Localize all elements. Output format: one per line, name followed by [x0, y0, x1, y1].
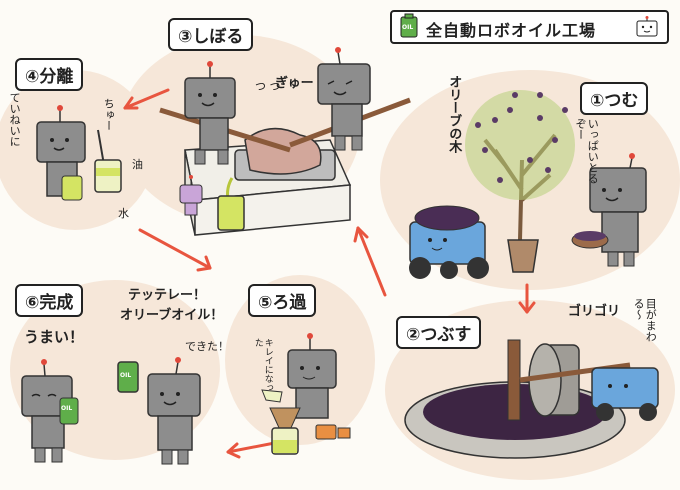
step-5-label: ⑤ろ過: [248, 284, 316, 317]
olive-tree-text: オリーブの木: [446, 75, 460, 153]
dekita-text: できた！: [185, 338, 229, 354]
robot-face-icon: [635, 16, 659, 38]
step-6-label: ⑥完成: [15, 284, 83, 317]
ippai-text: いっぱいとるぞー: [574, 118, 598, 188]
gyu-text: ぎゅー: [275, 72, 314, 91]
kirei-text: キレイになった: [252, 338, 272, 394]
arrow-4-to-5: [140, 230, 210, 268]
can-label: OIL: [61, 405, 72, 412]
umai-text: うまい！: [24, 326, 84, 347]
water-label: 水: [118, 205, 129, 221]
teinei-text: ていねいに: [8, 92, 20, 152]
title-can-label: OIL: [402, 24, 413, 31]
step-4-label: ④分離: [15, 58, 83, 91]
step-2-label: ②つぶす: [396, 316, 481, 349]
tettere-text: テッテレー！: [128, 284, 206, 303]
step-3-label: ③しぼる: [168, 18, 253, 51]
step-1-label: ①つむ: [580, 82, 648, 115]
title-box: OIL 全自動ロボオイル工場: [390, 10, 669, 44]
page-title: 全自動ロボオイル工場: [426, 17, 596, 41]
mawaru-text: 目がまわる〜: [632, 298, 656, 352]
olive-oil-text: オリーブオイル！: [120, 304, 223, 323]
chu-text: ちゅー: [102, 98, 114, 138]
bottle-label: OIL: [120, 372, 131, 379]
oil-label: 油: [132, 156, 143, 172]
arrow-2-to-3: [358, 228, 385, 295]
gorigori-text: ゴリゴリ: [568, 300, 620, 319]
